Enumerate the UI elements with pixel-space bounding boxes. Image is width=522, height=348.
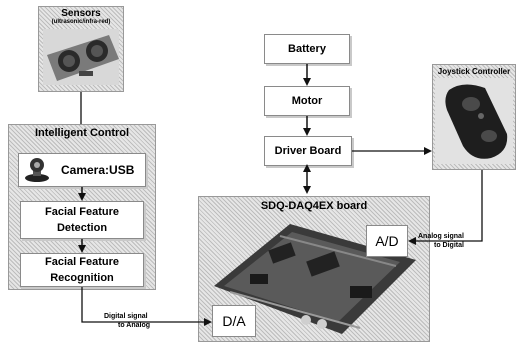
- joystick-to-ad-arrow: [410, 170, 482, 241]
- recognition-to-da-arrow: [82, 287, 210, 322]
